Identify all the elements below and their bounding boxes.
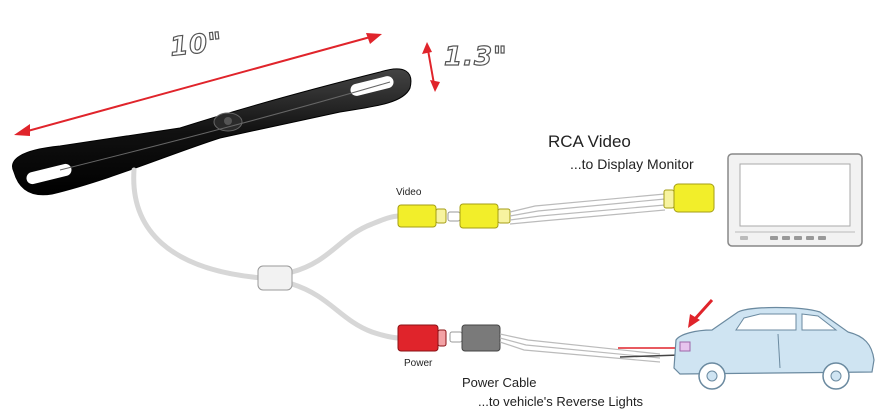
cable-splitter bbox=[257, 265, 293, 291]
height-dimension-arrow bbox=[422, 42, 440, 92]
power-plug-grey bbox=[449, 324, 501, 352]
video-rca-female-plug bbox=[397, 204, 447, 228]
car bbox=[673, 306, 875, 390]
rca-video-subtitle: ...to Display Monitor bbox=[570, 156, 694, 172]
length-dimension-label: 10" bbox=[168, 27, 225, 64]
display-monitor bbox=[727, 153, 863, 247]
power-cable-subtitle: ...to vehicle's Reverse Lights bbox=[478, 394, 644, 409]
video-label: Video bbox=[396, 187, 422, 198]
monitor-rca-plug bbox=[663, 183, 715, 213]
location-arrow-icon bbox=[688, 298, 714, 328]
camera-cable bbox=[131, 167, 403, 341]
power-cable-wires bbox=[499, 333, 681, 363]
rca-video-title: RCA Video bbox=[548, 132, 631, 151]
license-plate-camera bbox=[12, 68, 412, 196]
power-label: Power bbox=[404, 358, 433, 369]
power-cable-title: Power Cable bbox=[462, 375, 537, 390]
height-dimension-label: 1.3" bbox=[443, 41, 508, 72]
video-rca-male-plug bbox=[447, 203, 511, 229]
length-dimension-arrow bbox=[14, 33, 382, 136]
power-plug-red bbox=[397, 324, 447, 352]
rca-video-extension-cable bbox=[509, 193, 666, 225]
